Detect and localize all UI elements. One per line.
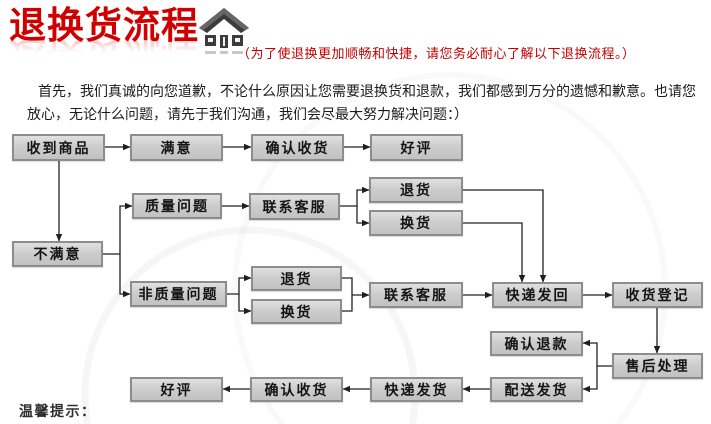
page-title: 退换货流程 — [9, 4, 199, 47]
flow-edge-unsatisfied-to-non-quality-issue — [119, 254, 131, 298]
flow-edge-exchange-goods-quality-to-express-send-back — [463, 222, 526, 283]
flow-edge-contact-service-quality-to-return-goods-quality — [340, 186, 370, 207]
flow-node-unsatisfied: 不满意 — [12, 241, 103, 267]
flow-node-good-review-bottom: 好评 — [130, 377, 223, 402]
house-roof — [199, 8, 249, 33]
flow-node-non-quality-issue: 非质量问题 — [130, 281, 227, 307]
flow-node-express-send-back: 快递发回 — [492, 282, 583, 308]
flow-node-receipt-registration: 收货登记 — [612, 282, 703, 308]
flow-node-contact-service-quality: 联系客服 — [249, 193, 340, 220]
flow-node-delivery-dispatch: 配送发货 — [490, 377, 583, 402]
house-logo-icon — [199, 8, 249, 54]
intro-paragraph: 首先，我们真诚的向您道歉，不论什么原因让您需要退换货和退款，我们都感到万分的遗憾… — [27, 84, 696, 123]
flow-node-good-review-top: 好评 — [370, 134, 463, 161]
watermark-arc — [235, 75, 665, 424]
flow-edge-after-sales-processing-to-confirm-refund — [582, 339, 612, 367]
flow-node-return-goods-quality: 退货 — [369, 177, 463, 203]
flow-node-exchange-goods-nonquality: 换货 — [251, 299, 342, 324]
flow-node-received-goods: 收到商品 — [12, 134, 105, 161]
flow-edge-return-exchange-merge-to-merge-bracket — [342, 277, 353, 312]
house-roof-highlight — [199, 8, 249, 31]
flow-node-satisfied: 满意 — [130, 134, 223, 161]
flow-node-exchange-goods-quality: 换货 — [369, 210, 463, 236]
flow-edge-non-quality-issue-to-exchange-goods-nonquality — [238, 294, 252, 315]
flow-edge-after-sales-processing-to-delivery-dispatch — [582, 366, 598, 393]
title-note: （为了使退换更加顺畅和快捷，请您务必耐心了解以下退换流程。） — [237, 47, 636, 62]
flow-node-confirm-receipt-bottom: 确认收货 — [250, 377, 343, 402]
flow-node-confirm-receipt-top: 确认收货 — [251, 134, 344, 161]
flow-node-return-goods-nonquality: 退货 — [251, 266, 342, 291]
flow-node-quality-issue: 质量问题 — [132, 193, 222, 219]
flow-edge-return-goods-quality-to-express-send-back — [463, 189, 547, 283]
flow-node-confirm-refund: 确认退款 — [490, 331, 583, 356]
flow-edge-non-quality-issue-to-return-goods-nonquality — [227, 274, 252, 295]
flow-node-express-dispatch: 快递发货 — [370, 377, 463, 402]
flow-edge-unsatisfied-to-quality-issue — [103, 202, 133, 255]
warm-tip-label: 温馨提示： — [19, 404, 97, 420]
flow-edge-contact-service-quality-to-exchange-goods-quality — [356, 206, 370, 227]
flow-node-after-sales-processing: 售后处理 — [612, 353, 703, 379]
flow-node-contact-service-nonquality: 联系客服 — [369, 282, 463, 308]
